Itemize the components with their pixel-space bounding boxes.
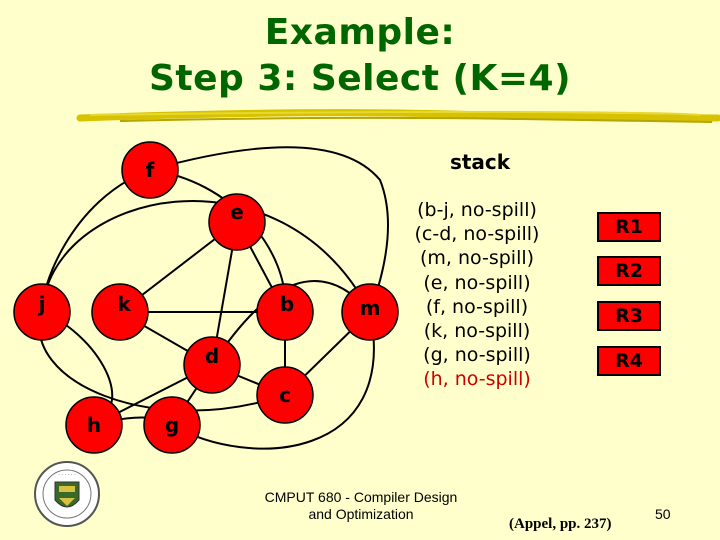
stack-item: (c-d, no-spill): [414, 223, 540, 246]
title-underline: [76, 109, 720, 123]
register-r3: R3: [597, 301, 661, 331]
stack-item: (e, no-spill): [423, 271, 531, 294]
interference-graph: f e j k b m d c h g: [13, 141, 399, 454]
node-j: j: [13, 283, 71, 341]
node-c: c: [256, 366, 314, 424]
svg-text:k: k: [117, 292, 131, 316]
svg-text:· · · · · ·: · · · · · ·: [58, 472, 76, 478]
register-r1: R1: [597, 212, 661, 242]
svg-text:c: c: [279, 383, 291, 407]
node-h: h: [65, 396, 123, 454]
svg-text:e: e: [230, 200, 244, 224]
svg-text:h: h: [87, 413, 101, 437]
stack-item: (m, no-spill): [419, 247, 535, 270]
slide-title-line1: Example:: [264, 12, 456, 53]
svg-text:m: m: [360, 296, 381, 320]
register-r4: R4: [597, 346, 661, 376]
stack-heading: stack: [449, 150, 511, 174]
svg-text:d: d: [205, 344, 219, 368]
svg-text:b: b: [280, 292, 294, 316]
register-r2: R2: [597, 256, 661, 286]
stack-item: (k, no-spill): [423, 320, 531, 343]
node-e: e: [208, 193, 266, 251]
stack-item: (g, no-spill): [423, 344, 531, 367]
svg-text:j: j: [38, 292, 46, 316]
course-subtitle: and Optimization: [308, 506, 414, 522]
graph-nodes: f e j k b m d c h g: [13, 141, 399, 454]
edge-j-m: [41, 199, 371, 313]
node-g: g: [143, 396, 201, 454]
course-name: CMPUT 680 - Compiler Design: [264, 489, 458, 505]
svg-text:g: g: [165, 413, 179, 437]
citation: (Appel, pp. 237): [509, 516, 612, 532]
node-f: f: [121, 141, 179, 199]
slide-title-line2: Step 3: Select (K=4): [148, 58, 572, 99]
node-m: m: [341, 283, 399, 341]
course-footer: CMPUT 680 - Compiler Design and Optimiza…: [262, 489, 460, 523]
edge-g-m: [171, 311, 375, 450]
stack-list: (b-j, no-spill) (c-d, no-spill) (m, no-s…: [392, 198, 562, 392]
stack-item-current: (h, no-spill): [423, 368, 531, 391]
edge-f-m: [149, 146, 389, 313]
stack-item: (b-j, no-spill): [417, 199, 537, 221]
edge-j-c: [38, 311, 286, 412]
node-b: b: [256, 283, 314, 341]
stack-item: (f, no-spill): [425, 295, 529, 318]
node-d: d: [183, 336, 241, 394]
university-crest-logo: · · · · · ·: [34, 461, 100, 527]
page-number: 50: [655, 506, 671, 522]
node-k: k: [91, 283, 149, 341]
svg-text:f: f: [146, 158, 155, 182]
